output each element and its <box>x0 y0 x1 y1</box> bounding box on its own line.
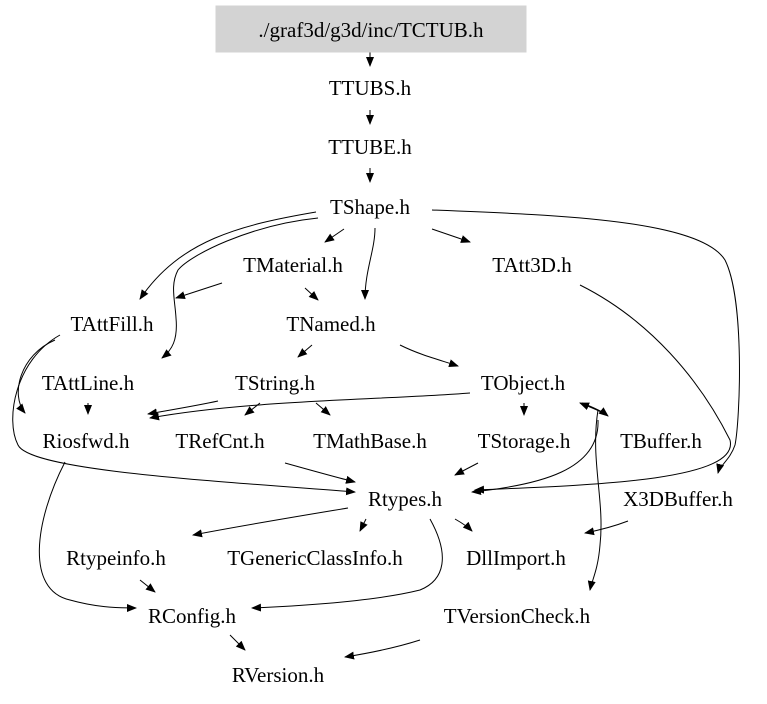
node-label: TAttLine.h <box>42 371 135 395</box>
edge-tattfill-rtypes <box>12 334 356 496</box>
node-tversioncheck[interactable]: TVersionCheck.h <box>444 604 591 628</box>
edge-tnamed-tstring <box>297 344 313 358</box>
node-rversion[interactable]: RVersion.h <box>232 663 325 687</box>
edge-tshape-tmaterial <box>324 228 345 243</box>
edge-rtypes-rtypeinfo <box>192 507 349 538</box>
node-label: ./graf3d/g3d/inc/TCTUB.h <box>258 18 484 42</box>
node-tatt3d[interactable]: TAtt3D.h <box>492 253 572 277</box>
node-tgenericclassinfo[interactable]: TGenericClassInfo.h <box>227 546 403 570</box>
edge-tversioncheck-rversion <box>344 639 421 660</box>
node-label: TAtt3D.h <box>492 253 572 277</box>
edges <box>12 52 740 660</box>
node-label: TTUBS.h <box>329 76 412 100</box>
node-label: RConfig.h <box>148 604 237 628</box>
node-label: TString.h <box>235 371 315 395</box>
node-label: TVersionCheck.h <box>444 604 591 628</box>
edge-rtypeinfo-rconfig <box>139 579 156 593</box>
edge-tshape-tatt3d <box>431 228 471 243</box>
node-rtypeinfo[interactable]: Rtypeinfo.h <box>66 546 166 570</box>
edge-tbuffer-tobject <box>579 402 606 415</box>
node-label: TGenericClassInfo.h <box>227 546 403 570</box>
edge-tstorage-rtypes <box>454 462 479 476</box>
node-rconfig[interactable]: RConfig.h <box>148 604 237 628</box>
node-trefcnt[interactable]: TRefCnt.h <box>175 429 265 453</box>
node-riosfwd[interactable]: Riosfwd.h <box>43 429 130 453</box>
node-label: TBuffer.h <box>620 429 702 453</box>
edge-tbuffer-rtypes <box>471 419 599 496</box>
node-tobject[interactable]: TObject.h <box>481 371 566 395</box>
edge-rconfig-rversion <box>229 634 246 651</box>
root-node-box <box>215 5 527 53</box>
edge-tshape-tattline <box>161 217 319 359</box>
edge-tatt3d-rtypes <box>474 284 731 494</box>
node-label: RVersion.h <box>232 663 325 687</box>
edge-tshape-tnamed <box>361 227 376 300</box>
node-dllimport[interactable]: DllImport.h <box>466 546 566 570</box>
node-tnamed[interactable]: TNamed.h <box>286 312 376 336</box>
node-label: TMaterial.h <box>243 253 343 277</box>
node-tshape[interactable]: TShape.h <box>330 195 410 219</box>
node-ttubs[interactable]: TTUBS.h <box>329 76 412 100</box>
node-tbuffer[interactable]: TBuffer.h <box>620 429 702 453</box>
node-label: TStorage.h <box>478 429 571 453</box>
edge-tshape-tattfill <box>139 211 317 300</box>
node-label: Riosfwd.h <box>43 429 130 453</box>
edge-tmaterial-tnamed <box>304 287 319 301</box>
edge-tstring-riosfwd <box>147 400 219 417</box>
node-label: TShape.h <box>330 195 410 219</box>
edge-tstring-tmathbase <box>315 402 331 416</box>
node-tmathbase[interactable]: TMathBase.h <box>313 429 427 453</box>
node-tctub[interactable]: ./graf3d/g3d/inc/TCTUB.h <box>215 5 527 53</box>
edge-x3dbuffer-dllimport <box>584 520 629 536</box>
node-label: DllImport.h <box>466 546 566 570</box>
node-label: TAttFill.h <box>71 312 154 336</box>
edge-rtypes-dllimport <box>454 518 473 532</box>
node-label: TNamed.h <box>286 312 376 336</box>
edge-trefcnt-rtypes <box>284 462 356 484</box>
edge-tmaterial-tattfill <box>175 282 223 300</box>
node-x3dbuffer[interactable]: X3DBuffer.h <box>623 487 733 511</box>
edge-tnamed-tobject <box>399 344 459 367</box>
node-label: Rtypeinfo.h <box>66 546 166 570</box>
node-ttube[interactable]: TTUBE.h <box>328 135 412 159</box>
edge-tobject-tversioncheck <box>587 409 602 591</box>
node-label: TTUBE.h <box>328 135 412 159</box>
edge-rtypes-rconfig <box>251 518 443 612</box>
edge-tobject-riosfwd <box>149 392 471 421</box>
node-tstorage[interactable]: TStorage.h <box>478 429 571 453</box>
nodes: ./graf3d/g3d/inc/TCTUB.h TTUBS.h TTUBE.h… <box>42 5 733 687</box>
edge-riosfwd-rconfig <box>38 461 137 612</box>
node-label: X3DBuffer.h <box>623 487 733 511</box>
node-label: Rtypes.h <box>368 487 443 511</box>
node-tattline[interactable]: TAttLine.h <box>42 371 135 395</box>
node-tattfill[interactable]: TAttFill.h <box>71 312 154 336</box>
node-tstring[interactable]: TString.h <box>235 371 315 395</box>
edge-tshape-x3dbuffer <box>431 209 740 474</box>
node-label: TRefCnt.h <box>175 429 265 453</box>
node-tmaterial[interactable]: TMaterial.h <box>243 253 343 277</box>
node-label: TObject.h <box>481 371 566 395</box>
edge-rtypes-tgenericclassinfo <box>359 518 368 532</box>
node-label: TMathBase.h <box>313 429 427 453</box>
node-rtypes[interactable]: Rtypes.h <box>368 487 443 511</box>
